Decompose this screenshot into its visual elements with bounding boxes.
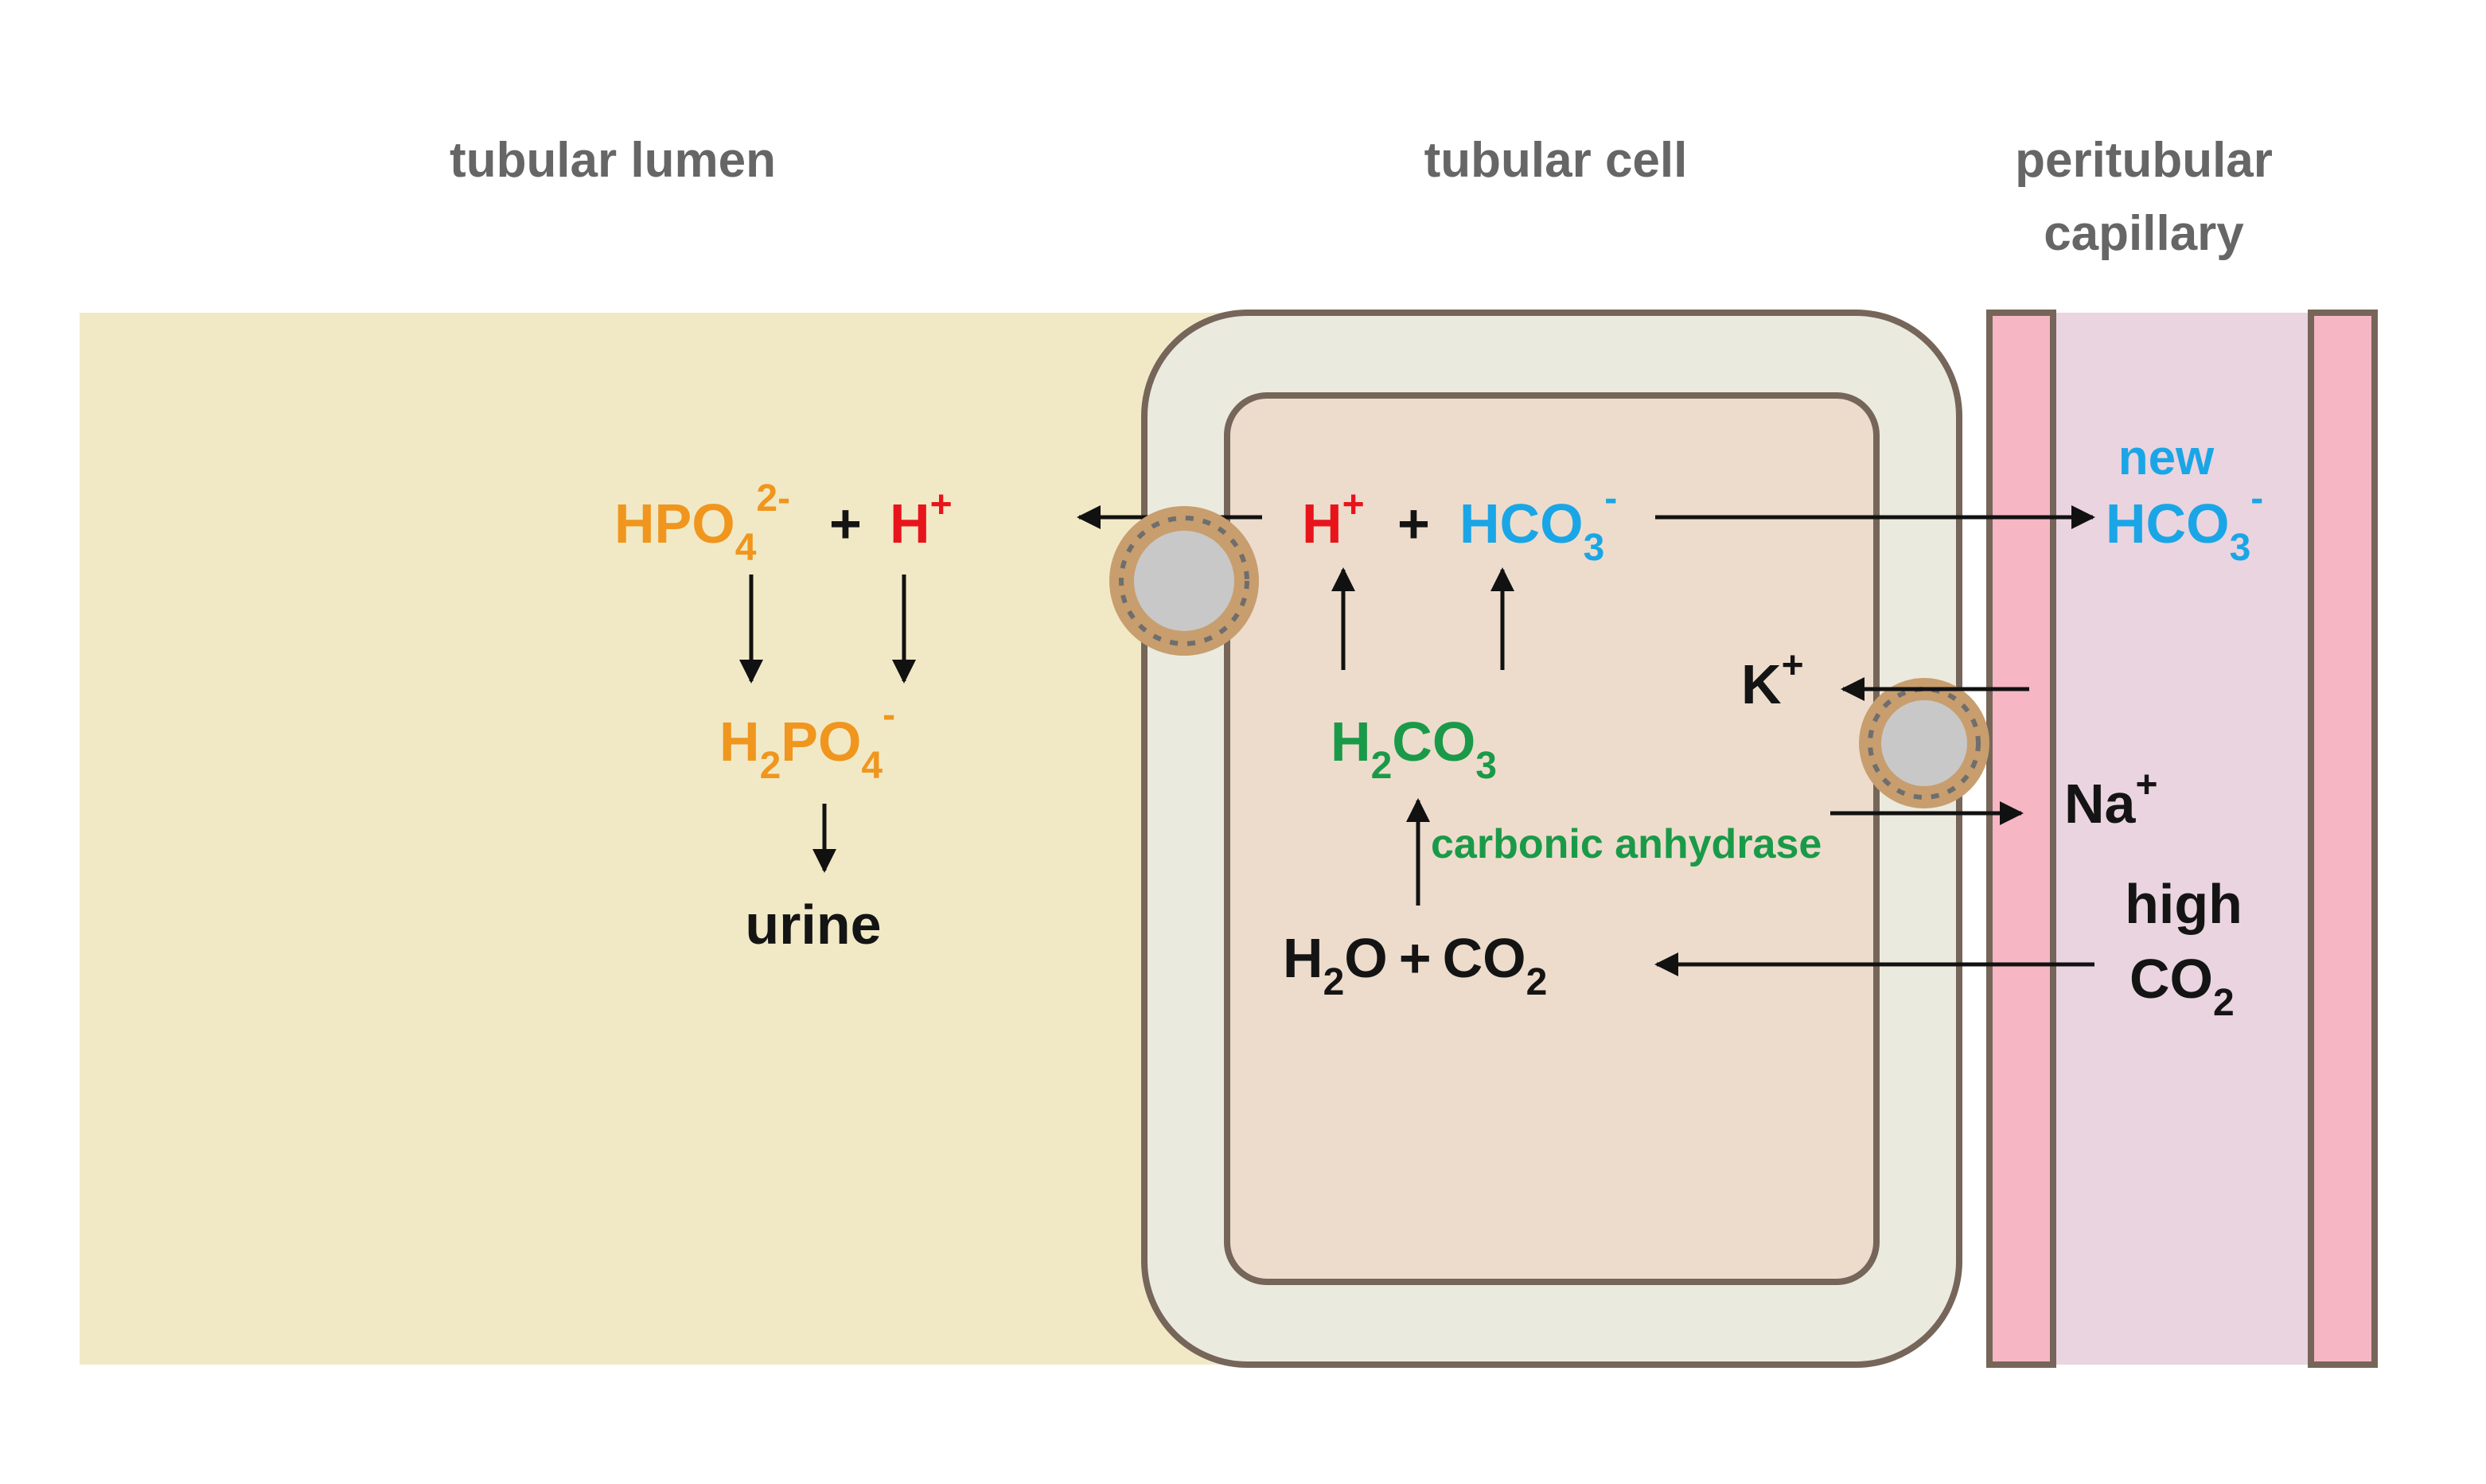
tubular-cell-cytoplasm <box>1224 392 1880 1285</box>
cell-h-ion: H+ <box>1302 484 1365 555</box>
h2co3-formula: H2CO3 <box>1331 711 1497 787</box>
lumen-h-ion: H+ <box>890 484 953 555</box>
urine-label: urine <box>745 894 881 956</box>
h2po4-formula: H2PO4- <box>719 694 895 787</box>
header-peritubular: peritubular <box>2015 133 2273 188</box>
capillary-region <box>2052 313 2309 1365</box>
h2o-co2-formula: H2O+CO2 <box>1283 927 1547 1003</box>
capillary-co2: CO2 <box>2129 948 2235 1024</box>
capillary-hco3: HCO3- <box>2106 477 2263 569</box>
na-ion: Na+ <box>2064 764 2158 835</box>
cell-hco3: HCO3- <box>1459 477 1617 569</box>
header-tubular-cell: tubular cell <box>1424 133 1688 188</box>
high-label: high <box>2125 873 2242 935</box>
capillary-wall-left <box>1986 310 2056 1368</box>
header-tubular-lumen: tubular lumen <box>450 133 776 188</box>
apical-transporter <box>1109 506 1259 656</box>
new-label: new <box>2118 430 2215 485</box>
lumen-plus-sign: + <box>829 493 862 555</box>
k-ion: K+ <box>1741 645 1804 715</box>
cell-plus-sign: + <box>1397 493 1430 555</box>
tubular-lumen-region <box>80 313 1289 1365</box>
hpo4-formula: HPO42- <box>614 477 790 569</box>
capillary-wall-right <box>2308 310 2378 1368</box>
carbonic-anhydrase-label: carbonic anhydrase <box>1431 821 1822 867</box>
basolateral-transporter <box>1859 678 1989 808</box>
header-capillary: capillary <box>2044 206 2244 261</box>
